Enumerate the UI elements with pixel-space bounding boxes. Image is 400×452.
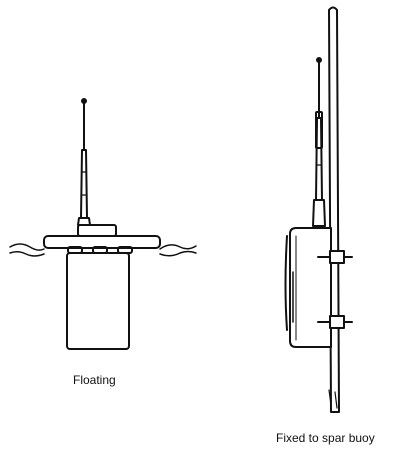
- floating-antenna-base: [77, 217, 91, 226]
- floating-antenna-sleeve: [80, 149, 88, 219]
- spar-lower-clamp: [317, 315, 353, 329]
- spar-buoy-caption: Fixed to spar buoy: [276, 431, 375, 445]
- water-surface: [9, 243, 197, 257]
- spar-beacon-body: [284, 227, 332, 348]
- spar-pole: [328, 6, 340, 413]
- floating-caption: Floating: [73, 373, 116, 387]
- floating-body: [66, 252, 130, 350]
- spar-assembly: [284, 6, 353, 413]
- spar-upper-clamp: [317, 250, 353, 264]
- floating-top-hub: [77, 224, 117, 237]
- floating-beacon: [9, 98, 197, 350]
- floating-antenna: [77, 98, 91, 226]
- spar-antenna: [312, 57, 326, 227]
